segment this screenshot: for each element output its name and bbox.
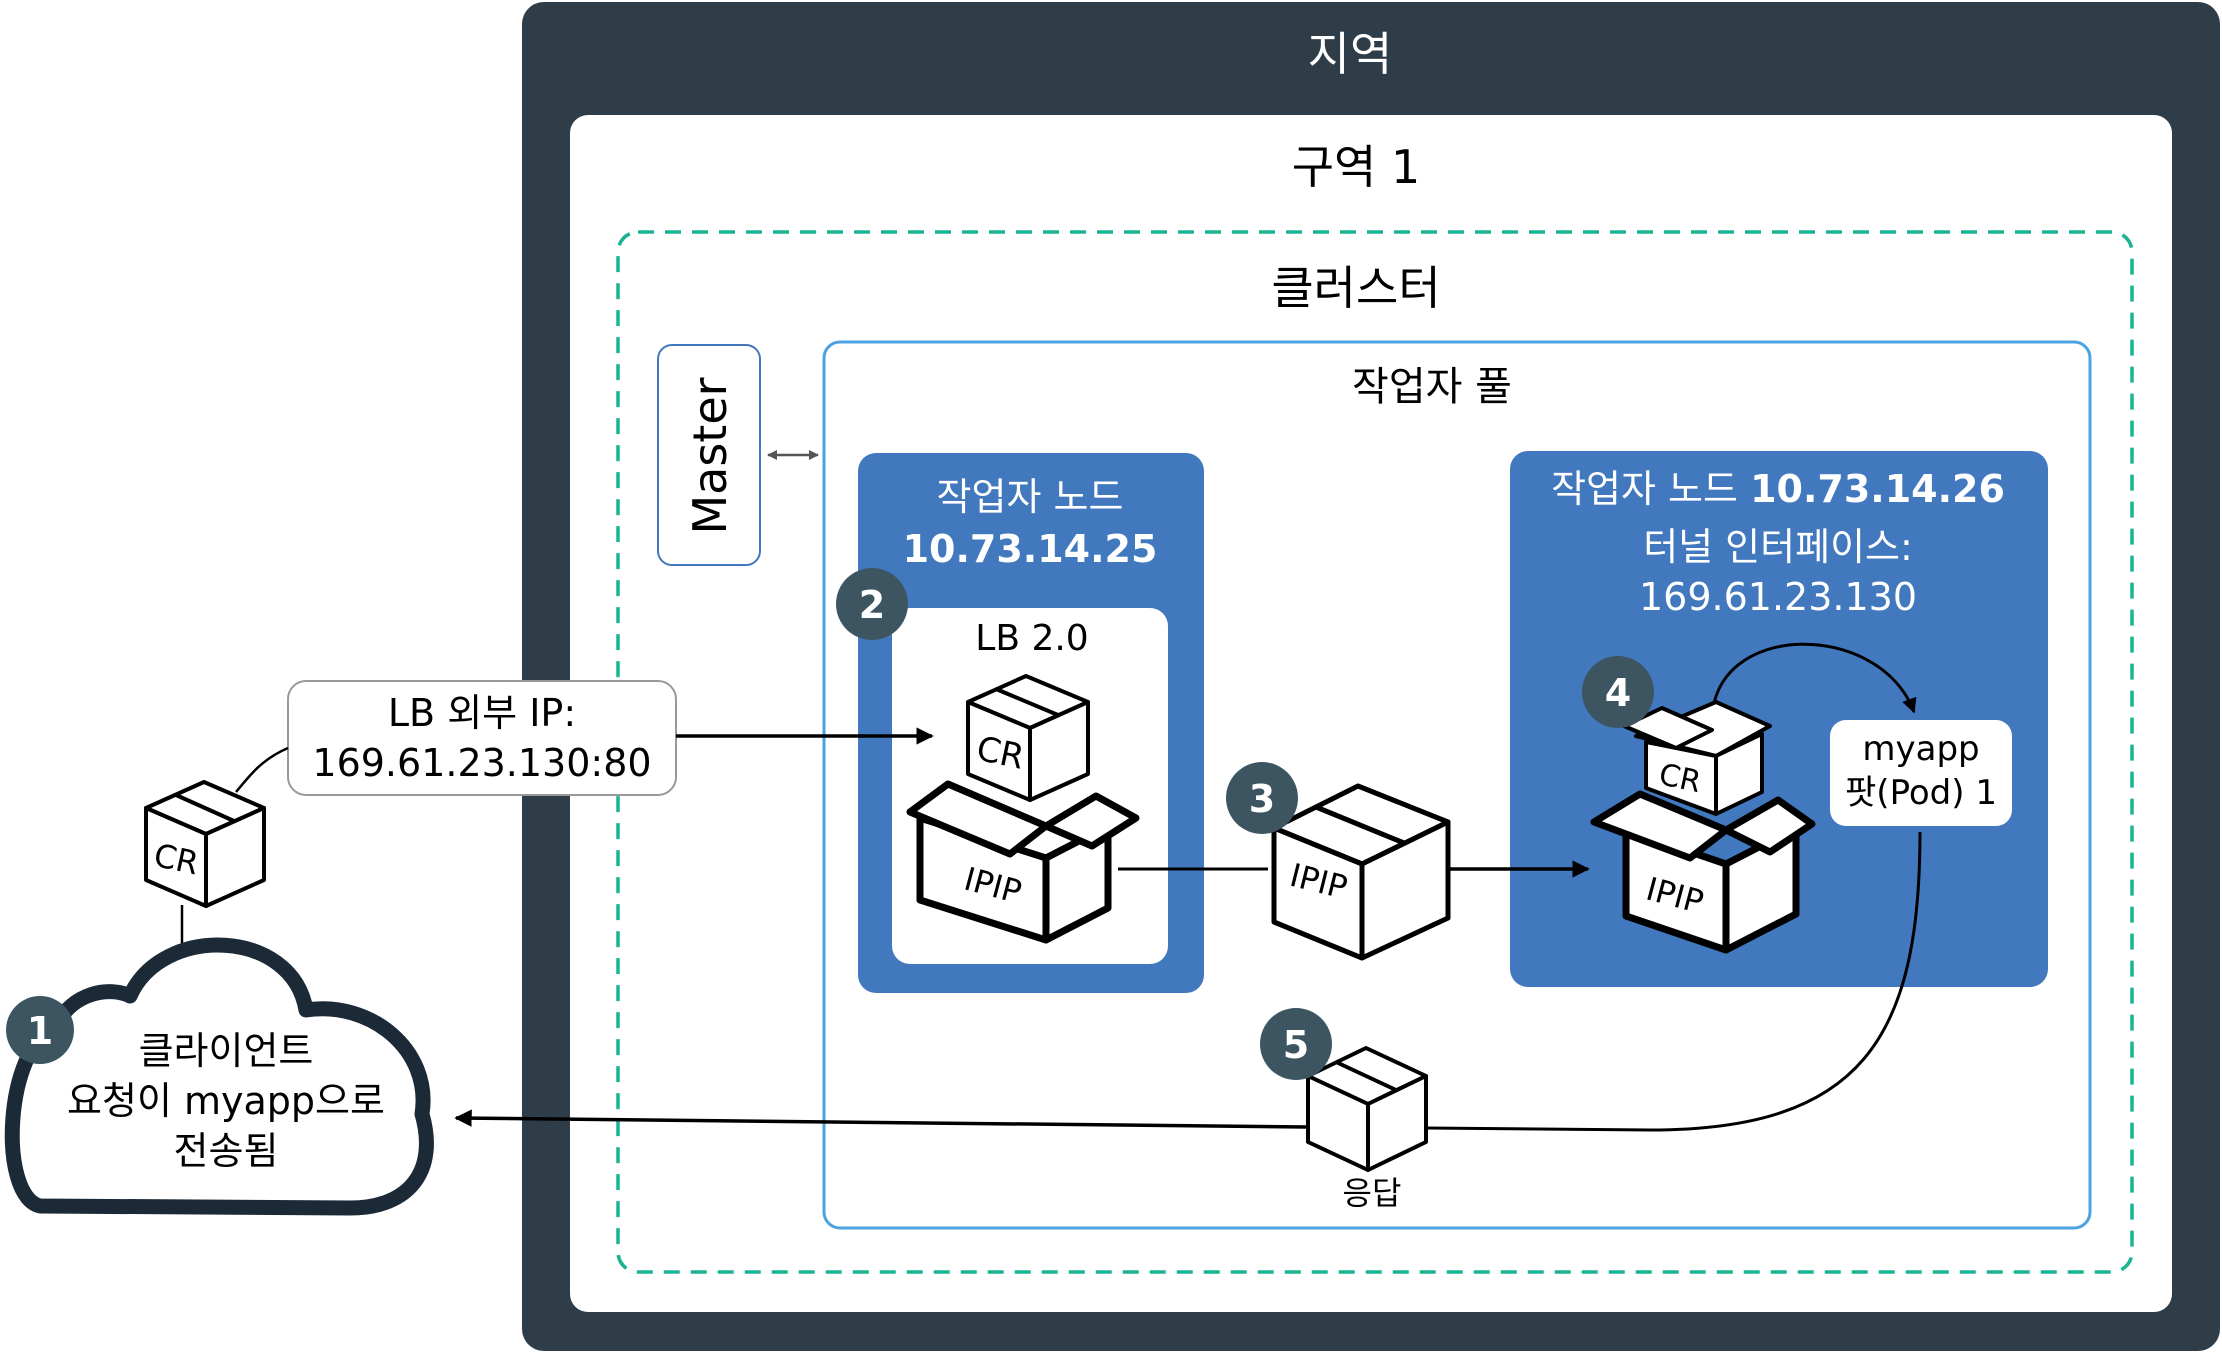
- step-4-number: 4: [1605, 671, 1631, 715]
- step-1-badge: 1: [6, 996, 74, 1064]
- client-line2: 요청이 myapp으로: [67, 1079, 385, 1123]
- lb-external-ip-line2: 169.61.23.130:80: [312, 741, 651, 785]
- lb-external-ip-box: [287, 680, 677, 796]
- node-2-cr-package-icon: CR: [1622, 700, 1772, 816]
- worker-node-1-label: 작업자 노드: [937, 475, 1124, 519]
- step-3-badge: 3: [1226, 762, 1298, 834]
- client-cr-package-icon: CR: [144, 780, 266, 908]
- step-5-badge: 5: [1260, 1008, 1332, 1080]
- response-label: 응답: [1343, 1174, 1402, 1212]
- myapp-pod-line1: myapp: [1862, 729, 1979, 769]
- myapp-pod-line2: 팟(Pod) 1: [1845, 773, 1997, 813]
- lb-external-ip-line1: LB 외부 IP:: [388, 691, 576, 735]
- lb-cr-package-icon: CR: [966, 674, 1090, 802]
- client-line1: 클라이언트: [139, 1029, 314, 1073]
- step-1-number: 1: [27, 1009, 53, 1053]
- myapp-pod-box: [1830, 720, 2012, 826]
- tunnel-interface-label: 터널 인터페이스:: [1643, 525, 1913, 569]
- step-2-badge: 2: [836, 568, 908, 640]
- region-label: 지역: [1308, 27, 1393, 81]
- lb-cr-label: CR: [973, 729, 1028, 778]
- client-cr-label: CR: [151, 836, 203, 882]
- node-2-to-pod-curve: [1710, 642, 1917, 723]
- response-to-client-arrow: [454, 1109, 1307, 1129]
- node-2-cr-label: CR: [1656, 757, 1704, 800]
- worker-node-2-header: 작업자 노드 10.73.14.26: [1551, 467, 2005, 511]
- master-label: Master: [683, 377, 737, 534]
- step-2-number: 2: [859, 583, 885, 627]
- step-5-number: 5: [1283, 1023, 1309, 1067]
- node-2-ipip-package-icon: IPIP: [1590, 790, 1816, 954]
- zone-label: 구역 1: [1292, 140, 1421, 194]
- worker-node-2-label: 작업자 노드: [1551, 467, 1738, 511]
- pod-to-response-curve: [1425, 831, 1922, 1132]
- client-line3: 전송됨: [174, 1129, 279, 1173]
- load-balancer-label: LB 2.0: [975, 618, 1088, 659]
- master-box: [657, 344, 761, 566]
- worker-node-1-ip: 10.73.14.25: [903, 527, 1158, 571]
- step-4-badge: 4: [1582, 656, 1654, 728]
- worker-pool-label: 작업자 풀: [1352, 364, 1512, 410]
- cluster-label: 클러스터: [1271, 261, 1440, 315]
- lb-ipip-package-icon: IPIP: [906, 780, 1140, 944]
- step-3-number: 3: [1249, 777, 1275, 821]
- transit-ipip-package-icon: IPIP: [1271, 783, 1451, 961]
- lb-ip-connector-line: [235, 746, 289, 793]
- worker-node-2-ip: 10.73.14.26: [1750, 467, 2005, 511]
- response-package-icon: [1306, 1046, 1428, 1172]
- tunnel-interface-ip: 169.61.23.130: [1639, 575, 1917, 619]
